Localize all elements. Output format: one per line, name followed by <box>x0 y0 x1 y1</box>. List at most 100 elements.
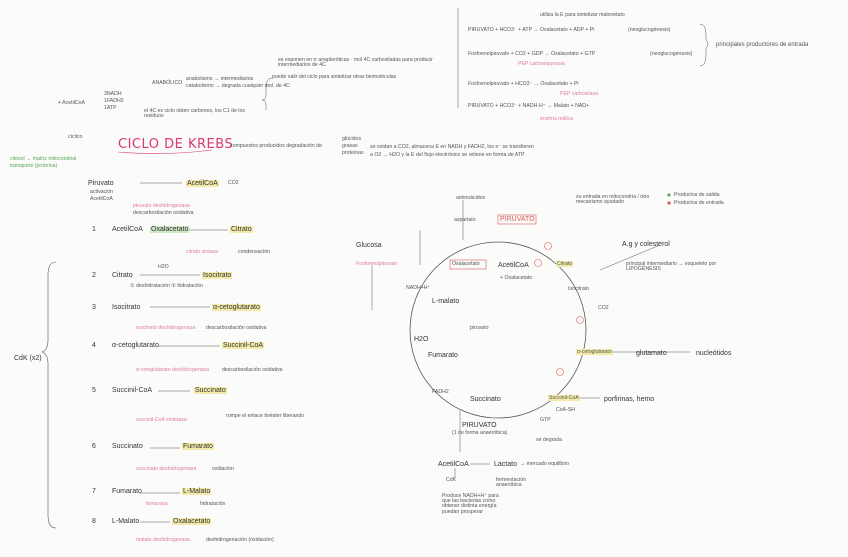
step-6-c: Fumarato <box>182 443 214 450</box>
cycle-aminoacidos: aminoácidos <box>456 195 486 201</box>
bottom-lactato: Lactato <box>494 461 517 468</box>
bottom-cdk: CdK <box>446 477 457 483</box>
step-3-enz: isocitrato deshidrogenasa <box>136 325 196 331</box>
cycle-cetoglutarato: α-cetoglutarato <box>576 349 613 355</box>
step-2-note: H2O <box>158 264 169 270</box>
step-4-c: Succinil-CoA <box>222 342 265 349</box>
cycle-coash: CoA-SH <box>556 407 576 413</box>
step-7-enz: fumarasa <box>146 501 168 507</box>
bottom-piruvato: PIRUVATO <box>462 422 497 429</box>
step-1-note: condensación <box>238 249 271 255</box>
cycle-porfirinas: porfirinas, hemo <box>604 396 655 403</box>
cycle-fosfo: Fosfoenolpiruvato <box>356 261 398 267</box>
step-8-c: Oxalacetato <box>172 518 212 525</box>
bottom-cond: (1 de forma anaeróbica) <box>452 430 508 436</box>
bottom-equilibrio: → mercado equilibrio <box>520 461 570 467</box>
cycle-entrada-note: su entrada en mitocondria / otro mecanis… <box>576 194 650 206</box>
cycle-oxalacetato: Oxalacetato <box>452 261 480 267</box>
rt-line2-enz: (neoglucogénesis) <box>650 51 693 57</box>
cycle-co2: CO2 <box>598 305 609 311</box>
header-fadh: 1FADH2 <box>104 98 124 104</box>
rt-line4: PIRUVATO + HCO3⁻ + NADH·H⁺ → Malato + NA… <box>468 103 590 109</box>
legend-entrada: Productos de entrada <box>674 200 724 206</box>
step-8-note: deshidrogenación (oxidación) <box>206 537 274 543</box>
cycle-gtp: GTP <box>540 417 551 423</box>
step-7-num: 7 <box>92 488 96 495</box>
cycle-aspartato: aspartato <box>454 217 476 223</box>
bottom-degrada: se degrada <box>536 437 562 443</box>
header-c1: el 4C es ciclo obten carbonos, los C1 de… <box>144 108 245 120</box>
header-nadh: 3NADH <box>104 91 122 97</box>
rt-line2-sub: PEP carboxiquinasa <box>518 61 565 67</box>
step-7-c: L-Malato <box>182 488 212 495</box>
header-glucidos: glúcidos <box>342 136 362 142</box>
rt-line1-note: utiliza la E para sintetizar malonetato <box>540 12 625 18</box>
note-citosol: citosol → matriz mitocondrial <box>10 156 77 162</box>
page-title: CICLO DE KREBS <box>118 137 234 152</box>
cycle-glucosa: Glucosa <box>356 242 382 249</box>
note-co2: CO2 <box>228 180 239 186</box>
header-intermediarios: se exponen en rr anapleróticas · mol 4C … <box>278 57 433 69</box>
header-anabolico-a: anabolismo → intermediarios <box>186 76 254 82</box>
legend-salida: Productos de salida <box>674 192 720 198</box>
step-4-num: 4 <box>92 342 96 349</box>
cdk-label: CdK (x2) <box>14 355 42 362</box>
step-4-a: α-cetoglutarato <box>112 342 159 349</box>
step-2-enz: ① deshidratación ② hidratación <box>130 283 203 289</box>
step-5-num: 5 <box>92 387 96 394</box>
step-4-enz: α-cetoglutarato deshidrogenasa <box>136 367 210 373</box>
step-8-a: L-Malato <box>112 518 140 525</box>
note-acetilcoa-lbl: AcetilCoA <box>90 196 113 202</box>
cycle-malato: L-malato <box>432 298 460 305</box>
step-1-enz: citrato sintasa <box>186 249 219 255</box>
note-pdh: piruvato deshidrogenasa <box>133 203 190 209</box>
step-2-a: Citrato <box>112 272 133 279</box>
step-5-enz: succinil-CoA sintetasa <box>136 417 187 423</box>
cycle-h2o: H2O <box>414 336 429 343</box>
step-3-note: descarboxilación oxidativa <box>206 325 267 331</box>
rt-line4-sub: enzima málica <box>540 116 574 122</box>
note-desc-ox: descarboxilación oxidativa <box>133 210 194 216</box>
step-5-a: Succinil-CoA <box>112 387 153 394</box>
step-1-num: 1 <box>92 226 96 233</box>
header-oxidan: se oxidan a CO2, almacena E en NADH y FA… <box>370 144 534 150</box>
step-2-c: Isocitrato <box>202 272 233 279</box>
cycle-glutamato: glutamato <box>636 350 667 357</box>
rt-line1: PIRUVATO + HCO3⁻ + ATP → Oxalacetato + A… <box>468 27 595 33</box>
header-grasas: grasas <box>342 143 358 149</box>
cycle-succinilcoa: Succinil-CoA <box>548 395 580 401</box>
step-7-note: hidratación <box>200 501 226 507</box>
step-1-c: Citrato <box>230 226 253 233</box>
step-6-num: 6 <box>92 443 96 450</box>
header-proteinas: proteínas <box>342 150 364 156</box>
step-4-note: descarboxilación oxidativa <box>222 367 283 373</box>
bottom-produce: Produce NADH+H⁺ para que las bacterias c… <box>442 493 499 515</box>
rt-line3-sub: PEP carboxilasa <box>560 91 598 97</box>
header-ciclico: cíclico <box>68 134 83 140</box>
step-6-enz: succinato deshidrogenasa <box>136 466 197 472</box>
step-2-num: 2 <box>92 272 96 279</box>
note-activacion: activación <box>90 189 114 195</box>
step-8-num: 8 <box>92 518 96 525</box>
step-1-b: Oxalacetato <box>150 226 190 233</box>
rt-line1-enz: (neoglucogénesis) <box>628 27 671 33</box>
step-7-a: Fumarato <box>112 488 142 495</box>
header-atp: 1ATP <box>104 105 117 111</box>
cycle-piruvato2: piruvato <box>470 325 489 331</box>
cycle-nucleotidos: nucleótidos <box>696 350 732 357</box>
step-8-enz: malato deshidrogenasa <box>136 537 190 543</box>
rt-principal: principales productores de entrada <box>716 42 809 48</box>
cycle-fadh2: FADH2 <box>432 389 449 395</box>
cycle-citrato: Citrato <box>556 261 574 267</box>
note-acetilcoa: AcetilCoA <box>186 180 219 187</box>
note-transporte: transporte (proteína) <box>10 163 58 169</box>
header-puede: puede salir del ciclo para sintetizar ot… <box>272 74 397 80</box>
header-atp-note: a O2 → H2O y la E del flujo electrónico … <box>370 152 525 158</box>
step-5-note: rompe el enlace tioéster liberando <box>226 413 305 419</box>
header-acetil: + AcetilCoA <box>58 100 85 106</box>
step-3-num: 3 <box>92 304 96 311</box>
cycle-acetilcoa: AcetilCoA <box>498 262 529 269</box>
step-6-a: Succinato <box>112 443 143 450</box>
cycle-oxalacetato2: + Oxalacetato <box>500 275 533 281</box>
step-5-c: Succinato <box>194 387 227 394</box>
